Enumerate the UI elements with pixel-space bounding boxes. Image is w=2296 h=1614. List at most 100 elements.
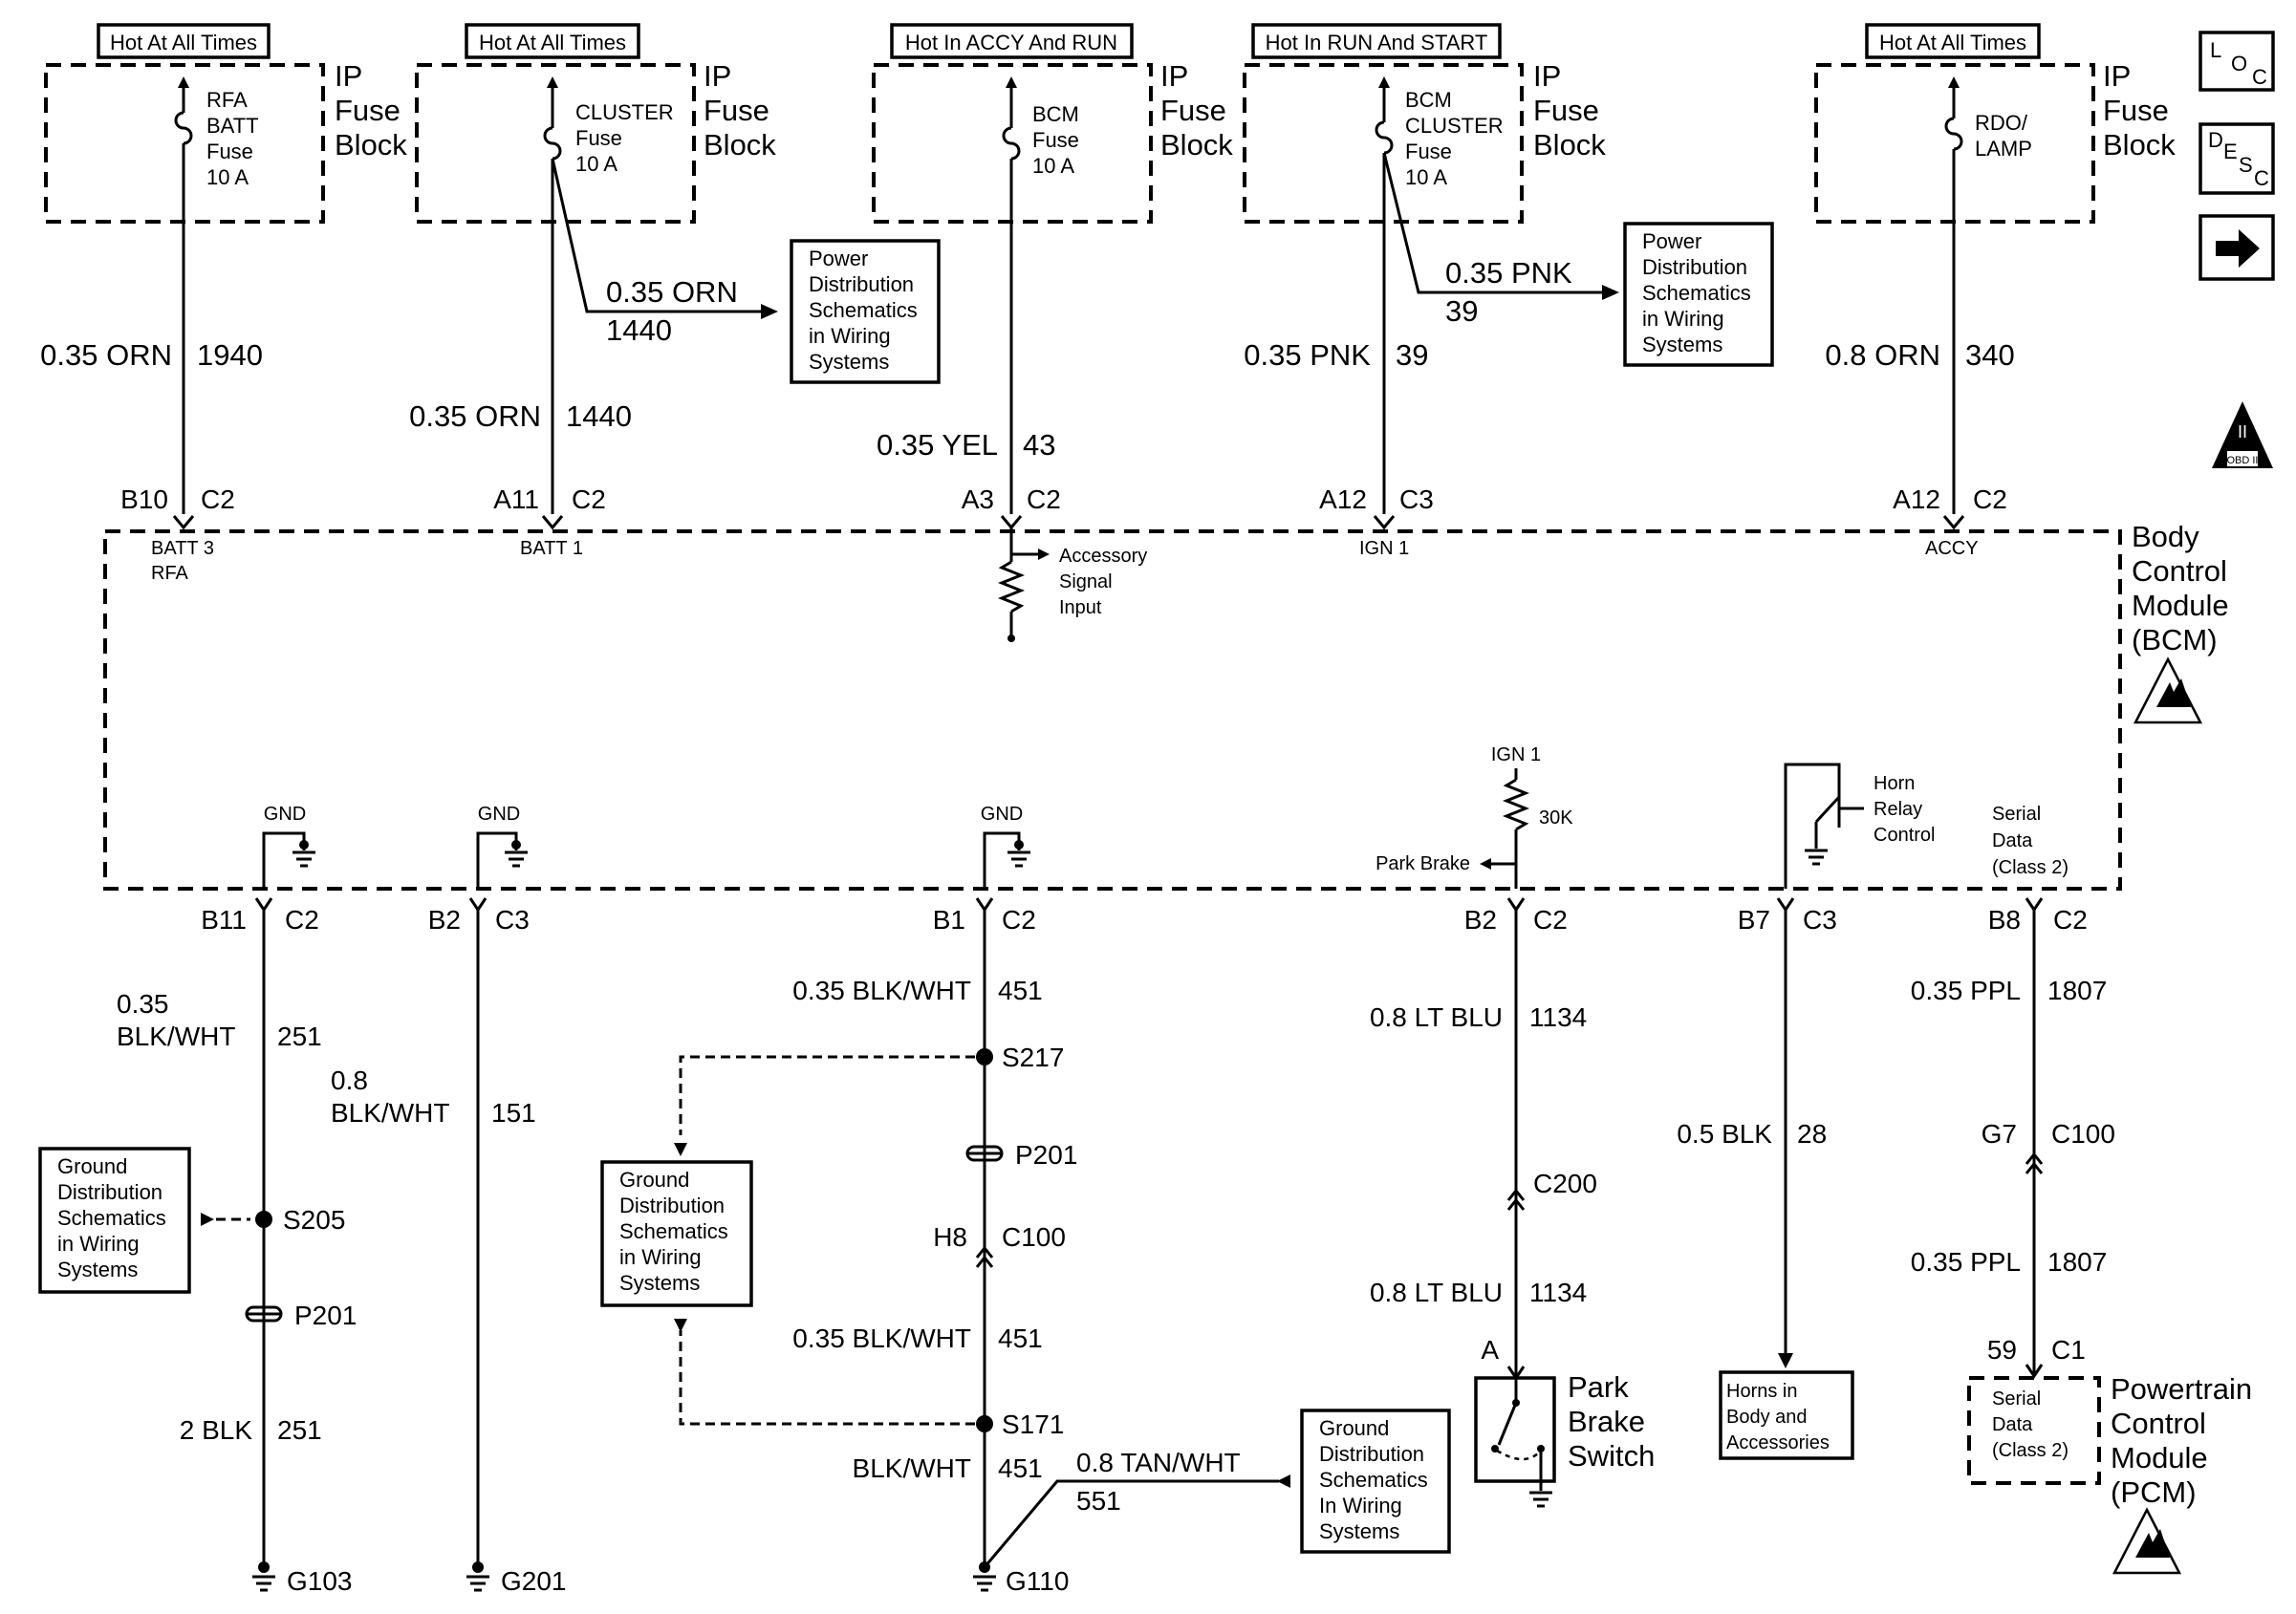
fuse-block-1-fuse: Fuse	[335, 94, 401, 127]
circuit-151: 0.8 BLK/WHT 151 G201	[331, 910, 567, 1596]
power-ref-1-l1: Power	[809, 247, 868, 270]
pin-b2c3-label: B2	[428, 905, 461, 935]
fuse-block-4-ip: IP	[1533, 59, 1561, 93]
splice-s205-label: S205	[283, 1205, 345, 1235]
ground-ref-1-l2: Distribution	[57, 1180, 162, 1204]
fuse-block-4: IP Fuse Block	[1243, 59, 1606, 224]
power-ref-2-l1: Power	[1642, 229, 1701, 253]
fuse-block-2: IP Fuse Block	[415, 59, 776, 224]
wire-1440-circuit: 1440	[566, 399, 632, 433]
pin-a3-label: A3	[962, 484, 994, 514]
power-source-1-label: Hot At All Times	[110, 31, 257, 54]
bcm-module: Body Control Module (BCM)	[103, 520, 2229, 891]
pin-a3-conn: C2	[1027, 484, 1061, 514]
pin-b7-label: B7	[1738, 905, 1770, 935]
bcm-name-l4: (BCM)	[2132, 623, 2218, 656]
bcm-pin-a12-c3: A12 C3 IGN 1	[1319, 484, 1434, 559]
pin-b11-label: B11	[201, 905, 247, 935]
c1134-conn: C200	[1533, 1169, 1597, 1198]
power-ref-box-1[interactable]: Power Distribution Schematics in Wiring …	[790, 239, 941, 384]
power-source-3-label: Hot In ACCY And RUN	[905, 31, 1117, 54]
wire-1440-branch-circuit: 1440	[606, 313, 672, 347]
ground-g103: G103	[287, 1566, 353, 1596]
c1807-gauge: 0.35 PPL	[1911, 976, 2021, 1005]
fuse-4-l2: CLUSTER	[1405, 114, 1504, 138]
power-ref-1-l2: Distribution	[809, 272, 914, 296]
fuse-block-3-fuse: Fuse	[1160, 94, 1226, 127]
bcm-pin-a3: A3 C2 Accessory Signal Input	[962, 484, 1147, 642]
obd-ii-text: OBD II	[2226, 455, 2258, 466]
circuit-251: 0.35 BLK/WHT 251 S205 P201 2 BLK 251 G10…	[117, 910, 357, 1596]
c451-conn: C100	[1002, 1222, 1066, 1252]
pullup-resistor-label: 30K	[1539, 807, 1573, 829]
fuse-3-l3: 10 A	[1032, 154, 1074, 178]
wire-1440-gauge: 0.35 ORN	[409, 399, 541, 433]
description-icon[interactable]: D E S C	[2199, 122, 2275, 195]
ground-ref-1-l4: in Wiring	[57, 1232, 140, 1256]
pin-b1-label: B1	[933, 905, 965, 935]
pin-b2c3-conn: C3	[495, 905, 530, 935]
pin-b10-label: B10	[120, 484, 168, 514]
horn-relay-l1: Horn	[1874, 773, 1915, 794]
wire-43-circuit: 43	[1023, 428, 1055, 462]
power-ref-2-l2: Distribution	[1642, 255, 1747, 279]
c1134-circuit2: 1134	[1529, 1278, 1587, 1307]
pin-b7-conn: C3	[1803, 905, 1837, 935]
c251-passthrough: P201	[294, 1301, 357, 1330]
bcm-pin-b11: B11 C2	[201, 897, 319, 935]
ground-g110: G110	[1006, 1566, 1069, 1596]
serial-data-l3: (Class 2)	[1992, 857, 2069, 878]
bcm-pin-b8: B8 C2	[1988, 897, 2088, 935]
ground-ref-box-3[interactable]: Ground Distribution Schematics In Wiring…	[1300, 1409, 1451, 1554]
park-brake-switch: Park Brake Switch	[1474, 1370, 1655, 1508]
gnd-1-label: GND	[264, 804, 306, 825]
location-icon[interactable]: L O C	[2199, 31, 2275, 92]
accessory-signal-l3: Input	[1059, 597, 1102, 618]
ground-ref-box-2[interactable]: Ground Distribution Schematics in Wiring…	[600, 1160, 753, 1307]
loc-letter-l: L	[2210, 38, 2221, 62]
c1134-gauge: 0.8 LT BLU	[1370, 1002, 1503, 1032]
bcm-pin-b10: B10 C2 BATT 3 RFA	[120, 484, 235, 584]
next-arrow-icon[interactable]	[2199, 214, 2275, 281]
pin-b10-conn: C2	[201, 484, 235, 514]
pin-a12c3-func: IGN 1	[1359, 538, 1409, 559]
bcm-name-l1: Body	[2132, 520, 2199, 553]
power-ref-2-l3: Schematics	[1642, 281, 1751, 305]
ground-ref-box-1[interactable]: Ground Distribution Schematics in Wiring…	[38, 1147, 191, 1294]
fuse-5-l2: LAMP	[1975, 137, 2032, 161]
c451-circuit: 451	[998, 976, 1043, 1005]
pcm-serial-l2: Data	[1992, 1414, 2033, 1435]
power-source-2: Hot At All Times	[465, 23, 640, 59]
c451-circuit2: 451	[998, 1323, 1043, 1353]
splice-s171	[976, 1415, 993, 1432]
power-ref-box-2[interactable]: Power Distribution Schematics in Wiring …	[1623, 222, 1774, 367]
c1807-circuit: 1807	[2047, 976, 2107, 1005]
power-ref-1-l4: in Wiring	[809, 324, 891, 348]
esd-warning-icon	[2133, 656, 2203, 724]
serial-data-bcm: Serial Data (Class 2)	[1992, 804, 2069, 878]
pin-b2c2-label: B2	[1464, 905, 1497, 935]
pin-b8-conn: C2	[2053, 905, 2088, 935]
c251-circuit: 251	[277, 1022, 322, 1051]
fuse-block-3-block: Block	[1160, 128, 1233, 161]
bcm-pin-b2-c2: B2 C2	[1464, 897, 1568, 935]
pin-a11-conn: C2	[572, 484, 606, 514]
wire-39: 0.35 PNK 39 0.35 PNK 39	[1244, 152, 1619, 514]
wire-340-circuit: 340	[1965, 338, 2015, 372]
power-source-4-label: Hot In RUN And START	[1266, 31, 1488, 54]
horns-ref-l1: Horns in	[1726, 1381, 1797, 1402]
fuse-3: BCM Fuse 10 A	[1002, 76, 1079, 178]
accessory-signal-l1: Accessory	[1059, 546, 1147, 567]
horns-ref-box[interactable]: Horns in Body and Accessories	[1719, 1370, 1854, 1460]
ground-ref-3-l4: In Wiring	[1319, 1494, 1402, 1517]
pcm-module: Serial Data (Class 2) Powertrain Control…	[1967, 1372, 2252, 1509]
fuse-4: BCM CLUSTER Fuse 10 A	[1375, 76, 1504, 189]
ground-ref-1-l5: Systems	[57, 1258, 138, 1281]
fuse-5-l1: RDO/	[1975, 111, 2028, 135]
ground-ref-2-l5: Systems	[619, 1271, 700, 1295]
ground-ref-2-l2: Distribution	[619, 1194, 725, 1217]
pcm-name-l3: Module	[2111, 1441, 2208, 1474]
splice-s217	[976, 1048, 993, 1065]
fuse-2: CLUSTER Fuse 10 A	[543, 76, 674, 176]
ground-ref-3-l5: Systems	[1319, 1519, 1399, 1543]
